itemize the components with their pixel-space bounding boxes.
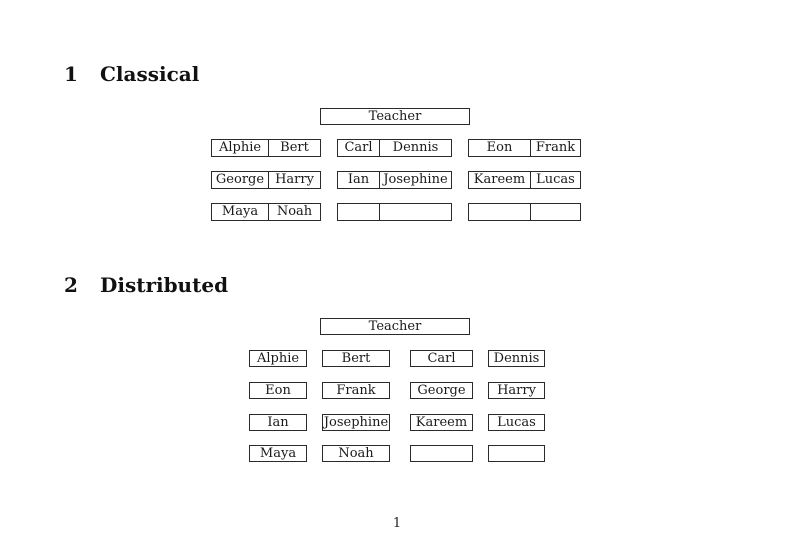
desk-empty: [410, 445, 473, 462]
section-heading-classical: 1 Classical: [64, 62, 199, 86]
teacher-box: Teacher: [320, 318, 470, 335]
section-number: 2: [64, 273, 78, 297]
desk-seat: George: [212, 172, 269, 188]
desk-seat: Noah: [276, 204, 313, 219]
desk: Ian: [249, 414, 307, 431]
desk-seat: Maya: [212, 204, 269, 220]
section-heading-distributed: 2 Distributed: [64, 273, 228, 297]
teacher-label: Teacher: [368, 109, 422, 124]
section-title: Classical: [100, 62, 200, 86]
desk: Kareem Lucas: [468, 171, 581, 189]
desk-seat: Alphie: [212, 140, 269, 156]
desk: Maya: [249, 445, 307, 462]
desk: Carl Dennis: [337, 139, 452, 157]
desk: Maya Noah: [211, 203, 321, 221]
desk-seat: Lucas: [536, 172, 575, 187]
section-number: 1: [64, 62, 78, 86]
desk-empty: [468, 203, 581, 221]
desk: Frank: [322, 382, 390, 399]
desk-seat: Carl: [338, 140, 380, 156]
desk: Dennis: [488, 350, 545, 367]
desk-seat: Harry: [275, 172, 314, 187]
desk: Bert: [322, 350, 390, 367]
desk: Alphie Bert: [211, 139, 321, 157]
desk-seat: Bert: [280, 140, 309, 155]
section-title: Distributed: [100, 273, 229, 297]
desk-seat: Eon: [469, 140, 531, 156]
desk-seat-empty: [531, 204, 580, 220]
desk: Ian Josephine: [337, 171, 452, 189]
desk-seat-empty: [338, 204, 380, 220]
desk: Kareem: [410, 414, 473, 431]
desk-seat: Ian: [338, 172, 380, 188]
desk-empty: [488, 445, 545, 462]
desk: Lucas: [488, 414, 545, 431]
teacher-label: Teacher: [368, 319, 422, 334]
desk-seat: Frank: [535, 140, 576, 155]
teacher-box: Teacher: [320, 108, 470, 125]
desk-seat: Dennis: [392, 140, 439, 155]
desk-empty: [337, 203, 452, 221]
desk-seat-empty: [380, 204, 451, 220]
desk: George: [410, 382, 473, 399]
desk: Josephine: [322, 414, 390, 431]
desk-seat-empty: [469, 204, 531, 220]
desk: Eon Frank: [468, 139, 581, 157]
desk-seat: Kareem: [469, 172, 531, 188]
page-number: 1: [392, 516, 402, 531]
desk: Alphie: [249, 350, 307, 367]
desk: George Harry: [211, 171, 321, 189]
desk-seat: Josephine: [383, 172, 448, 187]
desk: Eon: [249, 382, 307, 399]
desk: Noah: [322, 445, 390, 462]
desk: Harry: [488, 382, 545, 399]
desk: Carl: [410, 350, 473, 367]
